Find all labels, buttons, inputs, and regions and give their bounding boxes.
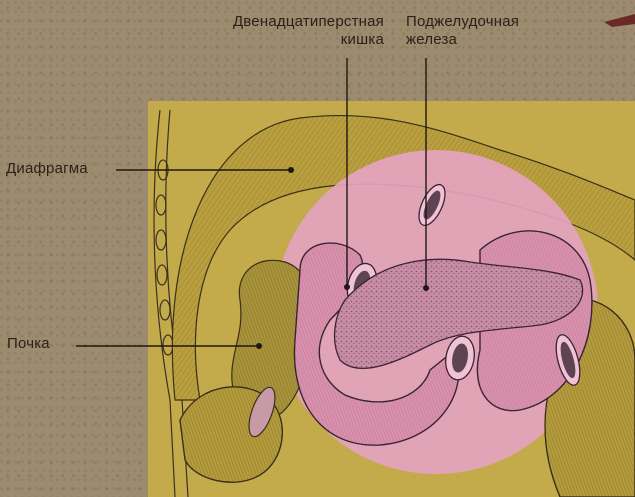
- label-duodenum: Двенадцатиперстная кишка: [188, 13, 384, 49]
- label-pancreas: Поджелудочная железа: [406, 13, 566, 49]
- leader-dot-pancreas: [423, 285, 429, 291]
- label-pancreas-line2: железа: [406, 31, 566, 49]
- leader-dot-duodenum: [344, 284, 350, 290]
- label-diaphragm: Диафрагма: [6, 160, 88, 178]
- leader-dot-kidney: [256, 343, 262, 349]
- label-duodenum-line2: кишка: [188, 31, 384, 49]
- corner-mark: [604, 14, 635, 27]
- label-duodenum-line1: Двенадцатиперстная: [188, 13, 384, 31]
- leader-dot-diaphragm: [288, 167, 294, 173]
- label-pancreas-line1: Поджелудочная: [406, 13, 566, 31]
- label-kidney: Почка: [7, 335, 50, 353]
